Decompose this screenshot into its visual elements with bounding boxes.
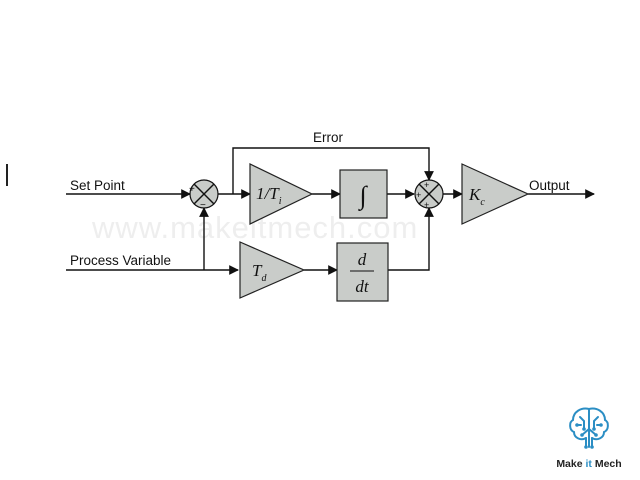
td-gain-block: Td [239, 241, 306, 299]
sum1-plus-sign: + [189, 184, 195, 195]
derivative-denominator: dt [355, 277, 370, 296]
derivative-block: d dt [336, 242, 389, 302]
error-label: Error [313, 130, 344, 145]
kc-subscript: c [480, 197, 485, 208]
signal-wires [66, 147, 595, 275]
svg-text:Td: Td [252, 261, 267, 284]
logo-word-make: Make [556, 458, 586, 470]
brain-circuit-icon [569, 407, 609, 449]
sum1-minus-sign: − [200, 200, 206, 211]
derivative-to-sum-wire [388, 207, 434, 271]
text-cursor-mark [6, 164, 8, 186]
sum2-plus-sign-bottom: + [424, 200, 429, 210]
set-point-label: Set Point [70, 178, 125, 193]
sum2-plus-sign-left: + [416, 190, 421, 200]
svg-text:Kc: Kc [468, 185, 485, 208]
reciprocal-ti-subscript: i [279, 196, 282, 207]
reciprocal-ti-label: 1/T [256, 184, 280, 203]
reciprocal-ti-block: 1/Ti [249, 163, 314, 225]
kc-label: K [468, 185, 482, 204]
error-branch-wire [232, 147, 434, 194]
td-subscript: d [261, 273, 267, 284]
derivative-numerator: d [358, 250, 367, 269]
logo-word-mech: Mech [591, 458, 622, 470]
make-it-mech-logo: Make it Mech [553, 403, 625, 473]
integral-symbol: ∫ [357, 181, 368, 211]
process-variable-label: Process Variable [70, 253, 171, 268]
integrator-block: ∫ [339, 169, 388, 219]
svg-text:1/Ti: 1/Ti [256, 184, 282, 207]
td-label: T [252, 261, 263, 280]
logo-word-it: it [585, 458, 592, 470]
summing-junction-output: + + + [414, 179, 444, 210]
summing-junction-error: + − [189, 179, 219, 211]
logo-wordmark: Make it Mech [553, 458, 625, 470]
output-label: Output [529, 178, 570, 193]
kc-gain-block: Kc [461, 163, 530, 225]
sum2-plus-sign-top: + [424, 180, 429, 190]
